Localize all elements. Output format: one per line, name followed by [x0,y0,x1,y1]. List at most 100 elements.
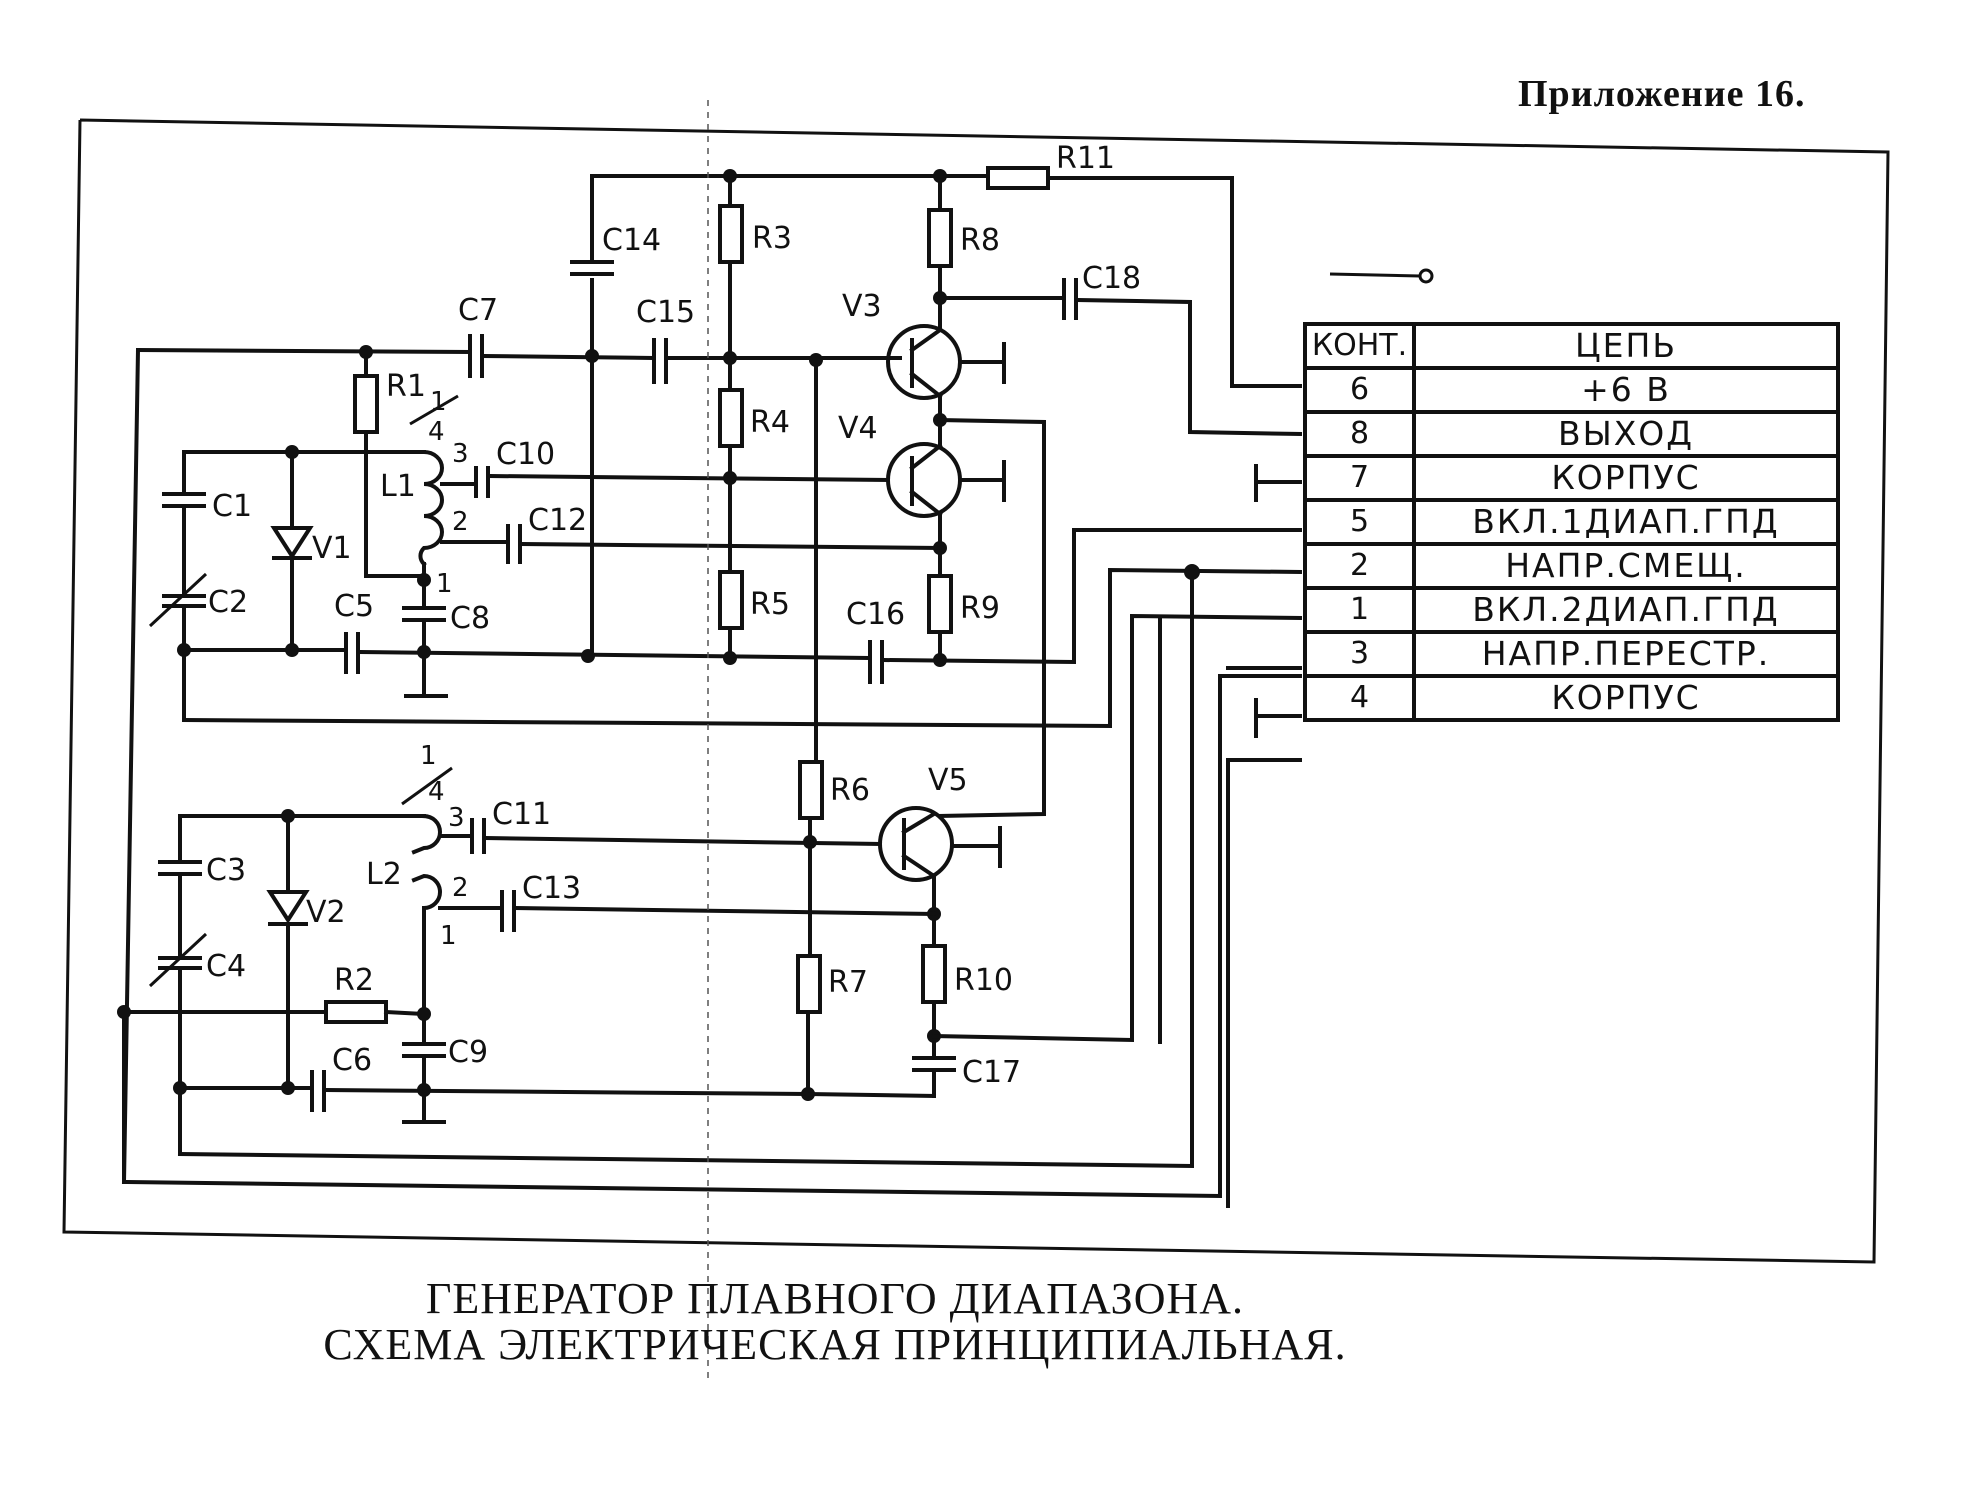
svg-text:V4: V4 [838,411,878,446]
svg-text:C17: C17 [962,1055,1021,1090]
svg-text:1: 1 [420,741,437,771]
lead-terminal [1329,268,1434,284]
resistor-r7: R7 [796,954,868,1101]
base-line: C7 C15 [135,293,902,384]
capacitor-c10: C10 [440,437,891,498]
capacitor-c11: C11 [438,797,883,854]
resistor-r10: R10 [921,613,1303,1058]
svg-text:C6: C6 [332,1043,372,1078]
capacitor-c4: C4 [148,932,246,1156]
diode-v1: V1 [270,450,352,652]
svg-text:R1: R1 [386,369,426,404]
capacitor-c1: C1 [162,450,252,594]
svg-text:C4: C4 [206,949,246,984]
capacitor-c8: C8 [402,578,490,698]
svg-text:C16: C16 [846,597,905,632]
circuit-name: ВКЛ.1ДИАП.ГПД [1412,498,1840,546]
inductor-l2: L2 1 4 3 2 1 [178,741,469,1018]
capacitor-c3: C3 [158,814,246,958]
transistor-v4: V4 [838,411,1006,518]
ground-bus-2: C6 [173,1043,937,1112]
table-header-row: КОНТ. ЦЕПЬ [1303,322,1840,370]
pin-number: 4 [1303,674,1416,722]
svg-text:L1: L1 [380,469,416,504]
capacitor-c18: C18 [938,261,1303,437]
svg-text:C12: C12 [528,503,587,538]
svg-text:R7: R7 [828,965,868,1000]
svg-text:C1: C1 [212,489,252,524]
svg-text:C15: C15 [636,295,695,330]
svg-text:V1: V1 [312,531,352,566]
capacitor-c14: C14 [570,223,661,276]
table-row: 6+6 В [1303,366,1840,414]
header-pin: КОНТ. [1303,322,1416,370]
pin-number: 8 [1303,410,1416,458]
svg-text:C7: C7 [458,293,498,328]
pin-number: 1 [1303,586,1416,634]
circuit-name: КОРПУС [1412,454,1840,502]
svg-text:C14: C14 [602,223,661,258]
resistor-r5: R5 [718,570,790,660]
resistor-r3: R3 [718,174,792,392]
resistor-r8: R8 [927,174,1000,332]
svg-text:4: 4 [428,417,445,447]
transistor-v3: V3 [842,289,1006,400]
resistor-r1: R1 [353,350,426,578]
svg-text:C5: C5 [334,589,374,624]
svg-text:C13: C13 [522,871,581,906]
svg-text:L2: L2 [366,857,402,892]
svg-text:V2: V2 [306,895,346,930]
ground-stub-7 [1254,464,1302,502]
capacitor-c2: C2 [148,572,248,722]
pin-number: 6 [1303,366,1416,414]
svg-text:R9: R9 [960,591,1000,626]
ground-bus-1: C5 C16 [177,528,1302,684]
circuit-name: КОРПУС [1412,674,1840,722]
supply-rail [590,169,1302,388]
svg-text:R8: R8 [960,223,1000,258]
svg-text:1: 1 [436,569,453,599]
svg-text:1: 1 [430,387,447,417]
svg-text:C11: C11 [492,797,551,832]
svg-text:2: 2 [452,873,469,903]
resistor-r11: R11 [986,141,1115,190]
capacitor-c9: C9 [402,1035,488,1124]
svg-text:3: 3 [452,439,469,469]
transistor-v5: V5 [878,763,1002,882]
resistor-r6: R6 [798,760,870,958]
svg-text:R11: R11 [1056,141,1115,176]
pin-number: 3 [1303,630,1416,678]
svg-text:C10: C10 [496,437,555,472]
resistor-r2: R2 [117,963,431,1024]
capacitor-c12: C12 [440,503,943,564]
circuit-name: ВЫХОД [1412,410,1840,458]
svg-text:R4: R4 [750,405,790,440]
svg-text:1: 1 [440,921,457,951]
capacitor-c17: C17 [912,1055,1021,1098]
svg-text:V5: V5 [928,763,968,798]
resistor-r9: R9 [927,574,1000,667]
svg-text:R2: R2 [334,963,374,998]
svg-text:3: 3 [448,803,465,833]
pin-number: 7 [1303,454,1416,502]
diode-v2: V2 [266,814,346,1092]
svg-text:2: 2 [452,507,469,537]
pin-number: 2 [1303,542,1416,590]
capacitor-c13: C13 [438,871,937,932]
svg-text:C18: C18 [1082,261,1141,296]
diagram-caption: ГЕНЕРАТОР ПЛАВНОГО ДИАПАЗОНА. СХЕМА ЭЛЕК… [270,1276,1400,1368]
svg-text:R3: R3 [752,221,792,256]
svg-text:V3: V3 [842,289,882,324]
svg-text:C9: C9 [448,1035,488,1070]
circuit-name: НАПР.ПЕРЕСТР. [1412,630,1840,678]
inductor-l1: L1 1 4 3 2 1 [182,387,469,599]
svg-text:R10: R10 [954,963,1013,998]
pin-number: 5 [1303,498,1416,546]
